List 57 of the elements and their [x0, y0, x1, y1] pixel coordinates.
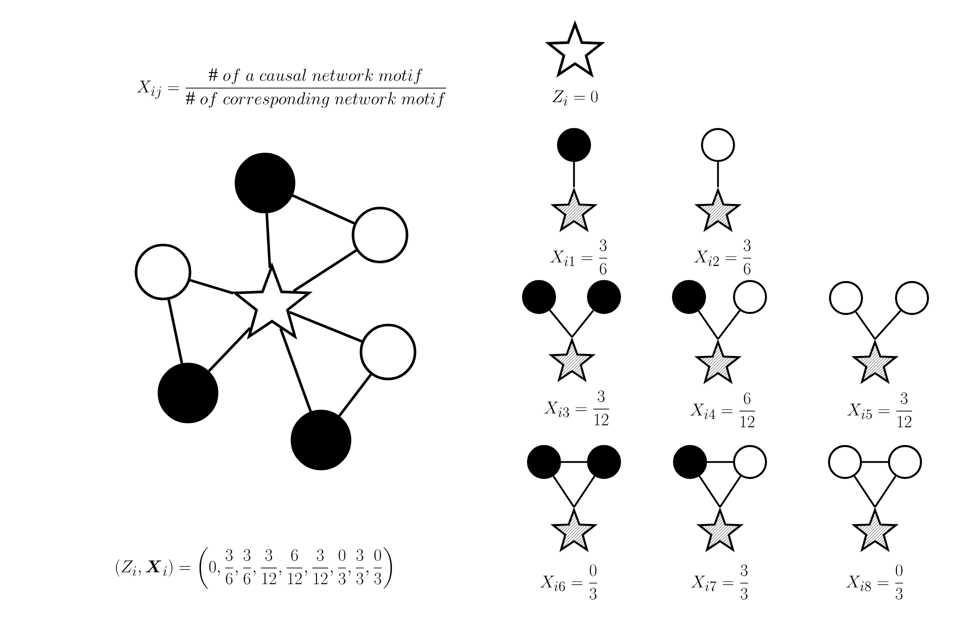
connector-line: [292, 194, 355, 225]
formula-label: $X_{i1} = \frac{3}{6}$: [550, 239, 608, 275]
formula-label: $X_{i5} = \frac{3}{12}$: [847, 392, 912, 428]
formula-label: $X_{i2} = \frac{3}{6}$: [694, 239, 752, 275]
connector-line: [862, 461, 888, 463]
connector-line: [874, 310, 902, 340]
connector-line: [549, 310, 573, 338]
connector-line: [874, 476, 896, 508]
formula-label: $X_{i3} = \frac{3}{12}$: [544, 390, 610, 426]
connector-line: [573, 162, 575, 188]
circle-node: [829, 281, 863, 315]
formula-label: $X_{i8} = \frac{0}{3}$: [846, 564, 904, 600]
connector-line: [698, 310, 719, 340]
connector-line: [717, 162, 719, 188]
circle-node: [733, 280, 767, 314]
connector-line: [190, 278, 234, 294]
connector-line: [698, 476, 721, 508]
connector-line: [717, 310, 740, 340]
formula-label: $X_{i7} = \frac{3}{3}$: [691, 564, 748, 600]
circle-node: [352, 206, 408, 264]
formula-label: $X_{ij} = \frac{\#\ of\ a\ causal\ network\ motif}{\#\ of\ corresponding\ network\ motif}$: [137, 68, 446, 108]
connector-line: [561, 461, 587, 463]
circle-node: [888, 445, 922, 479]
connector-line: [552, 476, 575, 508]
circle-node: [673, 445, 707, 479]
connector-line: [167, 299, 184, 364]
circle-node: [587, 445, 621, 479]
connector-line: [719, 476, 742, 508]
circle-node: [134, 244, 192, 300]
circle-node: [828, 445, 862, 479]
circle-node: [733, 445, 767, 479]
formula-label: $X_{i4} = \frac{6}{12}$: [690, 392, 756, 428]
circle-node: [557, 128, 591, 162]
connector-line: [292, 249, 357, 292]
connector-line: [279, 328, 312, 412]
connector-line: [288, 310, 362, 343]
circle-node: [672, 280, 706, 314]
circle-node: [234, 152, 296, 214]
circle-node: [290, 410, 352, 470]
connector-line: [707, 461, 733, 463]
circle-node: [701, 128, 735, 162]
connector-line: [854, 476, 876, 508]
formula-label: $(Z_i, \boldsymbol{X}_i) = \left(0, \frac{3}{6}, \frac{3}{6}, \frac{3}{12}, \frac{6}{12}, \frac{3}{12}, \frac{0}{3}, \frac{3}{3}, \frac{0}{3}\right)$: [116, 547, 392, 589]
circle-node: [587, 280, 621, 314]
circle-node: [527, 445, 561, 479]
connector-line: [208, 326, 252, 372]
formula-label: $Z_i = 0$: [552, 90, 598, 106]
circle-node: [895, 281, 929, 315]
connector-line: [855, 311, 876, 340]
circle-node: [360, 324, 416, 380]
circle-node: [522, 280, 556, 314]
connector-line: [573, 476, 596, 508]
connector-line: [571, 310, 594, 338]
formula-label: $X_{i6} = \frac{0}{3}$: [540, 564, 598, 600]
circle-node: [158, 362, 218, 424]
connector-line: [265, 213, 272, 268]
connector-line: [338, 374, 372, 417]
